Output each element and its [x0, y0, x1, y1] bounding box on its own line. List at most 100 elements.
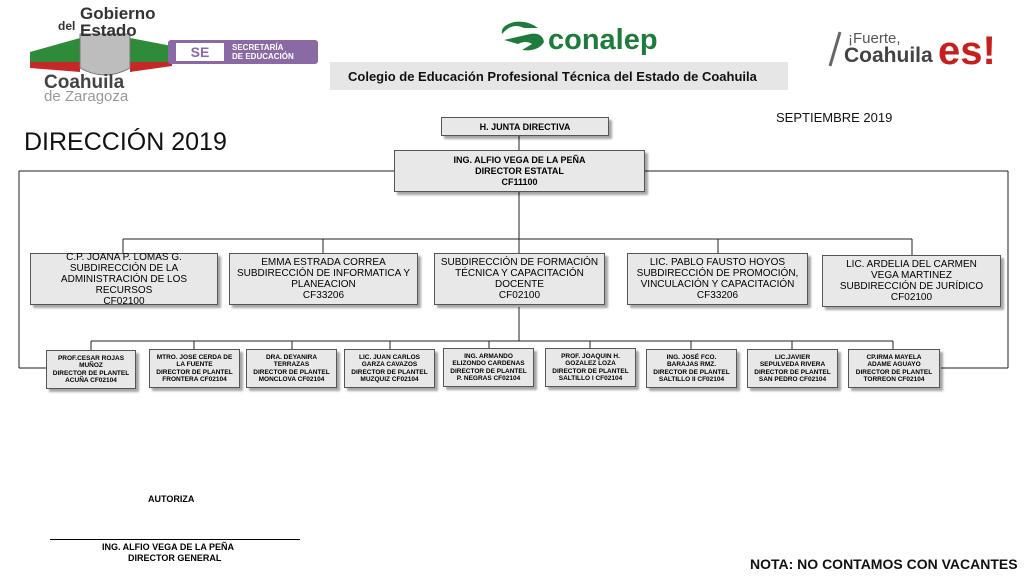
subdirection-line: ADMINISTRACIÓN DE LOS RECURSOS [60, 273, 188, 296]
plant-line: MONCLOVA CF02104 [258, 376, 325, 383]
fuerte-label: ¡Fuerte, [848, 30, 901, 47]
authorize-label: AUTORIZA [148, 494, 195, 504]
subdirection-line: EMMA ESTRADA CORREA [261, 257, 386, 268]
plant-line: DRA. DEYANIRA [265, 353, 318, 361]
date-label: SEPTIEMBRE 2019 [776, 110, 893, 125]
plant-line: SALTILLO I CF02104 [558, 375, 623, 382]
gobierno-label: Gobierno [80, 4, 156, 23]
slash-icon [828, 31, 842, 67]
fuerte-es-label: es! [938, 29, 996, 73]
plant-line: DIRECTOR DE PLANTEL [156, 368, 233, 376]
plant-line: P. NEGRAS CF02104 [456, 375, 521, 382]
plant-saltillo-i-box: PROF. JOAQUIN H. GOZALEZ LOZA DIRECTOR D… [545, 348, 636, 387]
plant-line: DIRECTOR DE PLANTEL [653, 368, 730, 376]
conalep-logo: conalep [498, 18, 688, 60]
del-label: del [58, 19, 76, 33]
subdirection-line: TÉCNICA Y CAPACITACIÓN DOCENTE [455, 268, 584, 290]
plant-acuna-box: PROF.CESAR ROJAS MUÑOZ DIRECTOR DE PLANT… [46, 350, 136, 389]
estado-label: Estado [80, 21, 137, 40]
plant-line: SAN PEDRO CF02104 [758, 376, 827, 383]
director-role: DIRECTOR ESTATAL [475, 165, 564, 176]
zaragoza-label: de Zaragoza [44, 88, 129, 105]
plant-torreon-box: CP.IRMA MAYELA ADAME AGUAYO DIRECTOR DE … [848, 349, 940, 388]
plant-line: DIRECTOR DE PLANTEL [351, 368, 428, 376]
subdirection-line: CF02100 [890, 292, 933, 303]
conalep-wordmark: conalep [548, 24, 658, 56]
subdirection-line: SUBDIRECCIÓN DE FORMACIÓN [440, 257, 599, 268]
director-box: ING. ALFIO VEGA DE LA PEÑA DIRECTOR ESTA… [394, 150, 645, 192]
plant-line: ING. JOSÉ FCO. [666, 353, 717, 361]
plant-line: MUZQUIZ CF02104 [360, 376, 419, 383]
coahuila-label: Coahuila [44, 72, 125, 93]
se-label: SE [176, 43, 224, 61]
se-subtitle-line1: SECRETARÍA [232, 43, 284, 52]
subdirection-line: SUBDIRECCIÓN DE PROMOCIÓN, [636, 268, 799, 279]
plant-line: GARZA CAVAZOS [361, 361, 418, 368]
plant-line: SALTILLO II CF02104 [658, 376, 725, 383]
plant-monclova-box: DRA. DEYANIRA TERRAZAS DIRECTOR DE PLANT… [246, 349, 337, 388]
plant-line: FRONTERA CF02104 [162, 376, 227, 383]
plant-muzquiz-box: LIC. JUAN CARLOS GARZA CAVAZOS DIRECTOR … [344, 349, 435, 388]
plant-line: PROF. JOAQUIN H. [561, 352, 620, 360]
fuerte-coahuila-logo: ¡Fuerte, Coahuila es! [826, 26, 1006, 80]
plant-piedras-negras-box: ING. ARMANDO ELIZONDO CARDENAS DIRECTOR … [443, 348, 534, 387]
director-name: ING. ALFIO VEGA DE LA PEÑA [453, 154, 586, 165]
plant-line: DIRECTOR DE PLANTEL [855, 368, 933, 376]
se-subtitle-line2: DE EDUCACIÓN [232, 52, 294, 61]
subdirection-line: SUBDIRECCIÓN DE INFORMATICA Y [237, 268, 410, 279]
signature-line [50, 539, 300, 540]
subdirection-line: C.P. JOANA P. LOMAS G. [66, 251, 182, 263]
subdirection-line: CF33206 [696, 290, 739, 301]
board-label: H. JUNTA DIRECTIVA [479, 121, 571, 132]
plant-line: BARAJAS RMZ. [666, 361, 717, 368]
plant-line: GOZALEZ LOZA [565, 360, 616, 367]
vacancies-note: NOTA: NO CONTAMOS CON VACANTES [750, 556, 1018, 572]
subdirection-formacion-box: SUBDIRECCIÓN DE FORMACIÓN TÉCNICA Y CAPA… [434, 253, 605, 305]
plant-line: DIRECTOR DE PLANTEL [754, 368, 831, 376]
plant-line: MTRO. JOSE CERDA DE [156, 353, 233, 361]
conalep-emblem-icon [501, 21, 544, 51]
plant-saltillo-ii-box: ING. JOSÉ FCO. BARAJAS RMZ. DIRECTOR DE … [646, 349, 737, 388]
plant-line: ING. ARMANDO [464, 352, 513, 360]
plant-line: LA FUENTE [176, 361, 213, 368]
subdirection-line: PLANEACION [291, 279, 356, 290]
plant-line: CP.IRMA MAYELA [866, 353, 922, 361]
gobierno-coahuila-logo: Gobierno del Estado Coahuila de Zaragoza [22, 2, 177, 105]
subdirection-line: LIC. ARDELIA DEL CARMEN [846, 259, 977, 270]
plant-line: ELIZONDO CARDENAS [452, 360, 525, 367]
fuerte-coahuila-label: Coahuila [844, 44, 933, 67]
se-badge: SE SECRETARÍA DE EDUCACIÓN [168, 40, 318, 64]
subdirection-line: CF02100 [103, 295, 145, 307]
subdirection-line: SUBDIRECCIÓN DE JURÍDICO [839, 281, 984, 292]
director-code: CF11100 [501, 176, 538, 187]
subdirection-informatica-box: EMMA ESTRADA CORREA SUBDIRECCIÓN DE INFO… [229, 253, 418, 305]
college-name-bar: Colegio de Educación Profesional Técnica… [330, 62, 788, 90]
plant-line: TORREON CF02104 [863, 376, 925, 383]
plant-line: LIC.JAVIER [774, 353, 811, 361]
college-name: Colegio de Educación Profesional Técnica… [348, 69, 757, 84]
se-subtitle: SECRETARÍA DE EDUCACIÓN [232, 43, 294, 61]
plant-line: DIRECTOR DE PLANTEL [52, 369, 130, 377]
plant-line: MUÑOZ [79, 362, 103, 369]
board-box: H. JUNTA DIRECTIVA [441, 117, 609, 136]
plant-line: DIRECTOR DE PLANTEL [450, 367, 527, 375]
signer-role: DIRECTOR GENERAL [128, 553, 222, 563]
subdirection-line: VINCULACIÓN Y CAPACITACIÓN [640, 279, 795, 290]
signer-name: ING. ALFIO VEGA DE LA PEÑA [102, 542, 235, 552]
plant-line: LIC. JUAN CARLOS [358, 353, 421, 361]
plant-line: PROF.CESAR ROJAS [57, 354, 125, 362]
subdirection-line: CF33206 [302, 290, 345, 301]
plant-frontera-box: MTRO. JOSE CERDA DE LA FUENTE DIRECTOR D… [149, 349, 240, 388]
plant-san-pedro-box: LIC.JAVIER SEPULVEDA RIVERA DIRECTOR DE … [747, 349, 838, 388]
subdirection-promocion-box: LIC. PABLO FAUSTO HOYOS SUBDIRECCIÓN DE … [627, 253, 808, 305]
plant-line: ACUÑA CF02104 [65, 377, 117, 384]
plant-line: DIRECTOR DE PLANTEL [552, 367, 629, 375]
subdirection-line: SUBDIRECCIÓN DE LA [69, 262, 179, 274]
subdirection-admin-box: C.P. JOANA P. LOMAS G. SUBDIRECCIÓN DE L… [30, 251, 218, 307]
subdirection-line: VEGA MARTINEZ [871, 270, 952, 281]
plant-line: ADAME AGUAYO [867, 361, 921, 368]
subdirection-line: CF02100 [498, 290, 541, 301]
plant-line: DIRECTOR DE PLANTEL [253, 368, 330, 376]
plant-line: TERRAZAS [273, 361, 310, 368]
